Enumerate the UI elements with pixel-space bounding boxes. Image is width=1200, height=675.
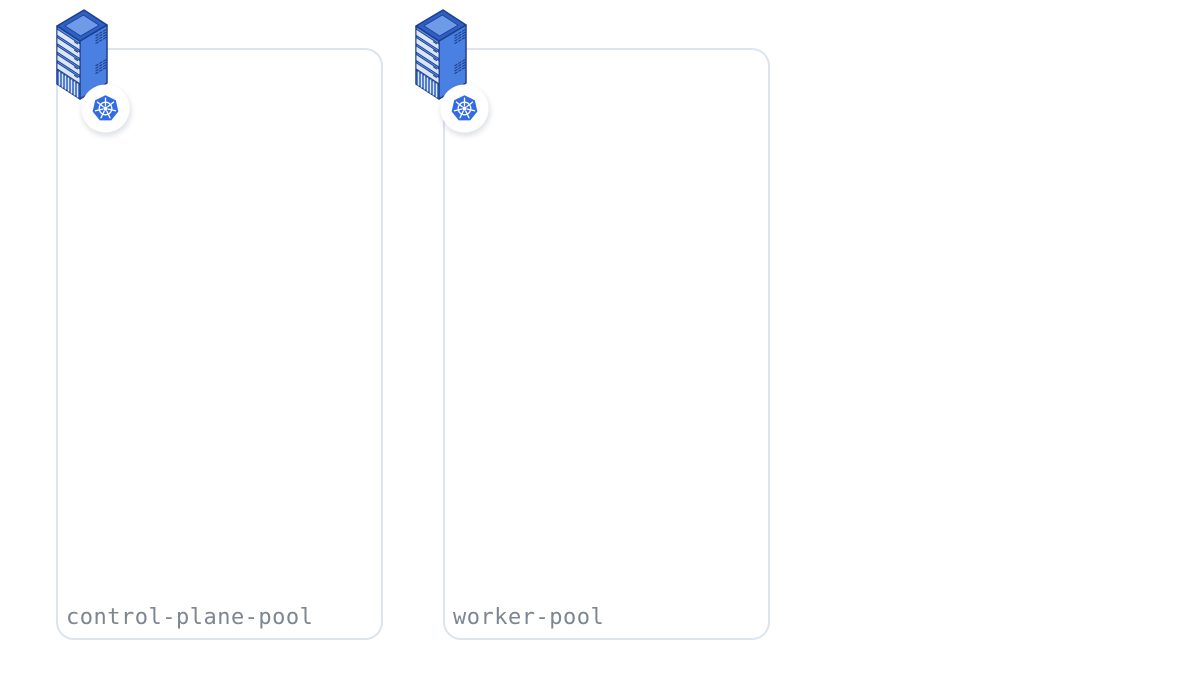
machine-node-control-plane[interactable] [56, 9, 138, 143]
pool-card-worker[interactable]: worker-pool [443, 48, 770, 640]
pool-card-control-plane[interactable]: control-plane-pool [56, 48, 383, 640]
machine-node-worker[interactable] [415, 9, 497, 143]
pool-name-label: worker-pool [453, 605, 605, 630]
pool-name-label: control-plane-pool [66, 605, 314, 630]
